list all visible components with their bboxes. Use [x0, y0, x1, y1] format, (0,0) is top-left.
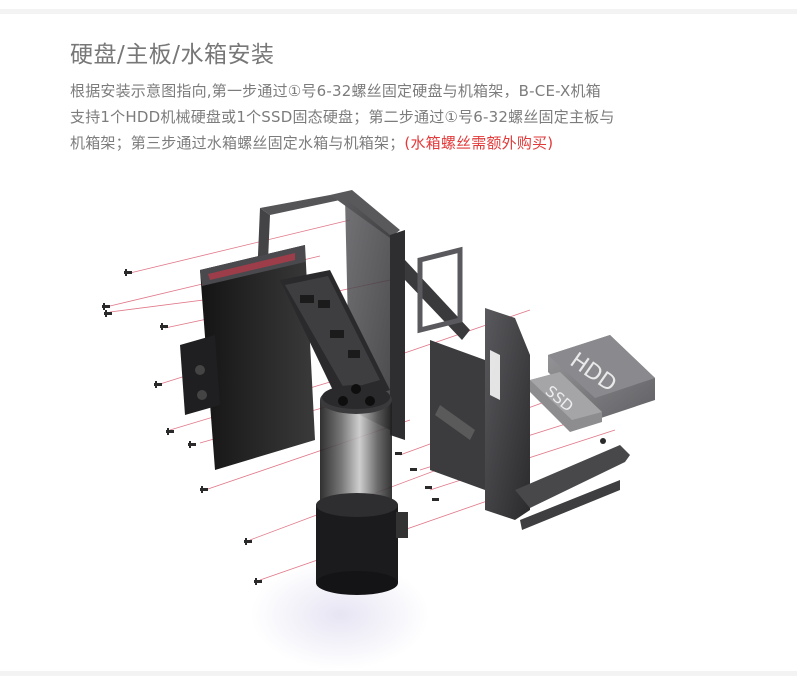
motherboard [180, 245, 390, 470]
top-divider [0, 9, 797, 14]
page-title: 硬盘/主板/水箱安装 [70, 42, 275, 68]
exploded-assembly-illustration: HDD SSD [90, 190, 710, 650]
description-line-1: 根据安装示意图指向,第一步通过①号6-32螺丝固定硬盘与机箱架，B-CE-X机箱 [70, 82, 601, 100]
purchase-note: (水箱螺丝需额外购买) [404, 134, 554, 152]
screw-icons [102, 269, 606, 585]
description-line-3: 机箱架；第三步通过水箱螺丝固定水箱与机箱架；(水箱螺丝需额外购买) [70, 130, 730, 156]
reservoir [316, 384, 408, 595]
description-line-2: 支持1个HDD机械硬盘或1个SSD固态硬盘；第二步通过①号6-32螺丝固定主板与 [70, 108, 615, 126]
bottom-divider [0, 671, 797, 676]
install-description: 根据安装示意图指向,第一步通过①号6-32螺丝固定硬盘与机箱架，B-CE-X机箱… [70, 78, 730, 156]
description-line-3-text: 机箱架；第三步通过水箱螺丝固定水箱与机箱架； [70, 134, 405, 152]
content-section: 硬盘/主板/水箱安装 根据安装示意图指向,第一步通过①号6-32螺丝固定硬盘与机… [70, 38, 730, 156]
